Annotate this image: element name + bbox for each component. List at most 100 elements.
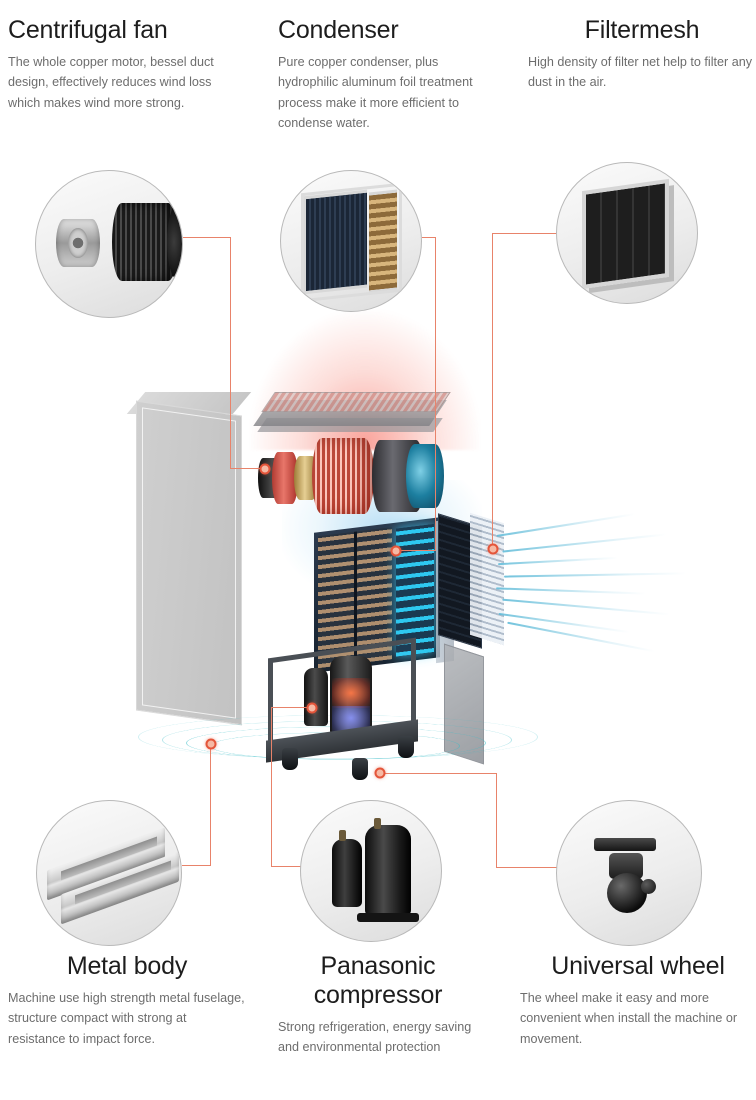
compressor-port-icon <box>373 817 381 829</box>
compressor-body <box>330 656 372 736</box>
feature-title: Centrifugal fan <box>8 16 168 44</box>
fan-motor-housing <box>272 452 298 504</box>
grille-plate-side <box>257 418 443 432</box>
filter-mesh-icon <box>582 179 669 290</box>
feature-description: The wheel make it easy and more convenie… <box>520 991 738 1046</box>
vibration-ripple <box>138 715 538 759</box>
connector-line-metal <box>182 865 211 867</box>
caster-wheel-photo <box>557 801 701 945</box>
feature-title: Universal wheel <box>551 952 725 980</box>
diagram-filter-panel <box>438 513 482 649</box>
fan-brass-collar <box>294 456 318 500</box>
heat-ray <box>372 699 395 803</box>
evaporator-refrigerant-coil <box>396 524 434 657</box>
feature-title: Filtermesh <box>584 16 700 44</box>
compressor-foot-icon <box>357 913 419 922</box>
fan-blue-inlet <box>406 444 444 508</box>
hotspot-metal-body[interactable] <box>205 738 217 750</box>
grille-plate-top <box>261 392 451 412</box>
hotspot-compressor[interactable] <box>306 702 318 714</box>
compressor-cool-glow <box>332 706 370 736</box>
heat-ray <box>385 716 423 803</box>
thumbnail-centrifugal-fan[interactable] <box>35 170 183 318</box>
connector-line-fan <box>183 237 231 239</box>
feature-title: Panasonic compressor <box>313 952 443 1009</box>
feature-condenser: Condenser Pure copper condenser, plus hy… <box>278 16 490 134</box>
feature-metal-body: Metal body Machine use high strength met… <box>8 952 246 1049</box>
body-panel-top <box>126 392 252 414</box>
heat-ray <box>330 699 353 803</box>
connector-line-fan <box>230 468 264 470</box>
hotspot-universal-wheel[interactable] <box>374 767 386 779</box>
vibration-ripple <box>186 726 486 760</box>
thumbnail-universal-wheel[interactable] <box>556 800 702 946</box>
rear-door-panel <box>444 643 484 765</box>
evaporator-block <box>314 517 440 673</box>
fan-coil-drum <box>312 438 374 514</box>
compressor-body-icon <box>365 824 412 917</box>
compressor-cart-frame <box>268 637 416 759</box>
hotspot-condenser[interactable] <box>390 545 402 557</box>
airflow-streams <box>492 513 712 656</box>
feature-title: Condenser <box>278 16 399 44</box>
feature-description: Pure copper condenser, plus hydrophilic … <box>278 55 473 131</box>
air-glow <box>282 480 482 600</box>
caster-axle-icon <box>640 878 656 894</box>
connector-line-wheel <box>496 867 558 869</box>
connector-line-condenser <box>396 550 436 552</box>
metal-channel-photo <box>37 801 181 945</box>
feature-description: High density of filter net help to filte… <box>528 55 753 90</box>
thumbnail-condenser[interactable] <box>280 170 422 312</box>
feature-description: Machine use high strength metal fuselage… <box>8 991 245 1046</box>
condenser-coil-photo <box>281 171 421 311</box>
feature-compressor: Panasonic compressor Strong refrigeratio… <box>278 952 478 1058</box>
connector-line-filter <box>492 233 494 549</box>
heat-ray <box>300 716 337 803</box>
diagram-filter-mesh <box>470 512 504 646</box>
feature-title: Metal body <box>66 952 188 980</box>
connector-line-wheel <box>496 773 498 868</box>
compressor-heat-glow <box>332 678 370 708</box>
feature-universal-wheel: Universal wheel The wheel make it easy a… <box>520 952 756 1049</box>
cart-caster <box>398 736 414 758</box>
connector-line-compressor <box>271 707 273 867</box>
evaporator-side-face <box>436 518 454 664</box>
filter-panel-photo <box>557 163 697 303</box>
caster-tire-icon <box>607 873 648 913</box>
thumbnail-compressor[interactable] <box>300 800 442 942</box>
connector-line-fan <box>230 237 232 469</box>
connector-line-condenser <box>435 237 437 551</box>
fan-motor-hub-icon <box>56 219 101 268</box>
grille-plate <box>253 400 447 426</box>
exploded-product-diagram <box>0 310 756 830</box>
heat-glow <box>250 310 480 450</box>
connector-line-compressor <box>271 707 311 709</box>
hotspot-fan[interactable] <box>259 463 271 475</box>
cart-caster <box>282 748 298 770</box>
accumulator-icon <box>331 838 362 907</box>
evaporator-divider <box>354 531 357 664</box>
heat-ray <box>362 692 365 802</box>
hotspot-filter[interactable] <box>487 543 499 555</box>
connector-line-compressor <box>271 866 303 868</box>
evaporator-fins <box>318 527 392 669</box>
fan-blade-drum-icon <box>111 203 182 282</box>
thumbnail-metal-body[interactable] <box>36 800 182 946</box>
compressor-photo <box>301 801 441 941</box>
centrifugal-fan-photo <box>36 171 182 317</box>
feature-filtermesh: Filtermesh High density of filter net he… <box>528 16 756 93</box>
connector-line-metal <box>210 744 212 866</box>
fan-dark-drum <box>372 440 424 512</box>
feature-description: Strong refrigeration, energy saving and … <box>278 1020 472 1055</box>
feature-description: The whole copper motor, bessel duct desi… <box>8 55 214 110</box>
metal-body-panel <box>136 400 242 726</box>
feature-centrifugal-fan: Centrifugal fan The whole copper motor, … <box>8 16 240 113</box>
compressor-accumulator <box>304 668 328 726</box>
vibration-ripple <box>210 732 460 760</box>
thumbnail-filtermesh[interactable] <box>556 162 698 304</box>
cart-caster <box>352 758 368 780</box>
compressor-port-icon <box>338 830 346 842</box>
condenser-frame-icon <box>300 182 402 303</box>
compressor-cart-base <box>266 719 418 763</box>
